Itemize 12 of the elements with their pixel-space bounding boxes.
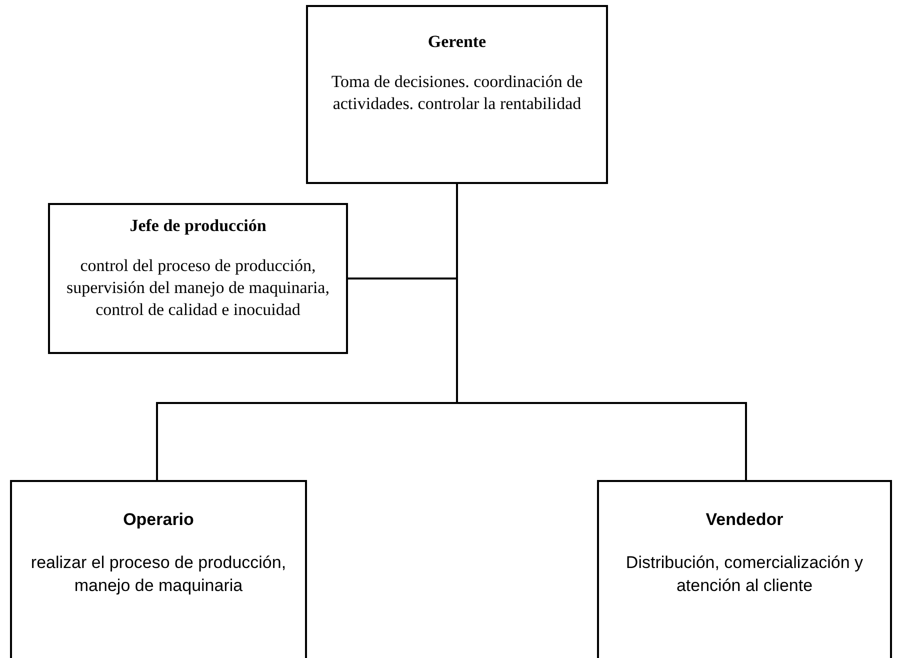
role-box bbox=[48, 203, 348, 354]
role-box bbox=[597, 480, 892, 658]
role-title: Gerente bbox=[426, 31, 488, 53]
role-description: control del proceso de producción, supervisión del manejo de maquinaria, control de calidad e inocuidad bbox=[66, 255, 330, 321]
role-title: Operario bbox=[122, 509, 195, 531]
role-box bbox=[306, 5, 608, 184]
role-box bbox=[10, 480, 307, 658]
role-title: Vendedor bbox=[704, 509, 784, 531]
role-description: realizar el proceso de producción, manejo de maquinaria bbox=[30, 552, 288, 597]
role-title: Jefe de producción bbox=[128, 215, 268, 237]
role-description: Distribución, comercialización y atención al cliente bbox=[624, 552, 864, 597]
role-description: Toma de decisiones. coordinación de actividades. controlar la rentabilidad bbox=[330, 71, 584, 115]
